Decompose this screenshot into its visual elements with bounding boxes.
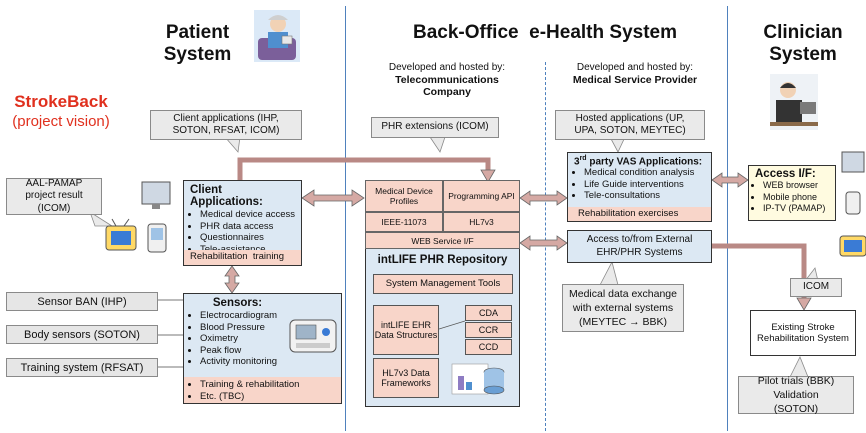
arrow-client-repo [301, 189, 365, 207]
client-footer: Rehabilitation training [184, 250, 301, 265]
vas-footer: Rehabilitation exercises [568, 207, 711, 221]
hosted-apps-callout-text: Hosted applications (UP, UPA, SOTON, MEY… [574, 112, 686, 137]
hl7v3-cell: HL7v3 [443, 212, 520, 232]
divider-right [727, 6, 728, 431]
sensor-item: Electrocardiogram [200, 310, 341, 322]
telecom-developer: Developed and hosted by: Telecommunicati… [372, 62, 522, 98]
phr-ext-callout-text: PHR extensions (ICOM) [381, 121, 489, 133]
medical-developer: Developed and hosted by: Medical Service… [560, 62, 710, 86]
ehr-structures-box: intLIFE EHR Data Structures [373, 305, 439, 355]
client-apps-callout: Client applications (IHP, SOTON, RFSAT, … [150, 110, 302, 140]
training-system-label: Training system (RFSAT) [6, 358, 158, 377]
access-if-item: WEB browser [763, 180, 835, 192]
vas-heading-sup: rd [579, 155, 587, 162]
ccd-box: CCD [465, 339, 512, 355]
arrow-repo-vas [519, 190, 568, 206]
client-item: Medical device access [200, 209, 301, 221]
aal-callout-text: AAL-PAMAP project result (ICOM) [25, 177, 83, 214]
arrow-repo-external [519, 235, 568, 251]
hosted-apps-callout: Hosted applications (UP, UPA, SOTON, MEY… [555, 110, 705, 140]
cda-box: CDA [465, 305, 512, 321]
client-apps-callout-text: Client applications (IHP, SOTON, RFSAT, … [172, 112, 280, 137]
system-tools-box: System Management Tools [373, 274, 513, 294]
strokeback-subtitle: (project vision) [12, 113, 110, 130]
sensors-heading: Sensors: [212, 297, 263, 309]
clinician-devices-picture [839, 151, 866, 257]
vas-item: Life Guide interventions [584, 179, 711, 191]
client-applications-heading: Client Applications: [190, 184, 263, 208]
sensor-ban-label: Sensor BAN (IHP) [6, 292, 158, 311]
arrow-client-top [237, 157, 491, 180]
blood-pressure-monitor-picture [289, 319, 337, 353]
web-service-cell: WEB Service I/F [365, 232, 520, 249]
phr-ext-callout: PHR extensions (ICOM) [371, 117, 499, 138]
client-item: PHR data access [200, 221, 301, 233]
external-access-text: Access to/from External EHR/PHR Systems [586, 234, 693, 258]
backoffice-title: Back-Office e-Health System [413, 22, 677, 43]
access-if-box: Access I/F: WEB browser Mobile phone IP-… [748, 165, 836, 221]
patient-picture [254, 10, 300, 62]
arrow-vas-access [711, 172, 749, 188]
telecom-developer-org: Telecommunications Company [395, 74, 499, 98]
client-applications-box: Client Applications: Medical device acce… [183, 180, 302, 266]
existing-system-text: Existing Stroke Rehabilitation System [757, 321, 849, 345]
existing-system-box: Existing Stroke Rehabilitation System [750, 310, 856, 356]
data-exchange-callout-text: Medical data exchange with external syst… [569, 288, 677, 328]
monitor-picture [141, 181, 171, 253]
hl7-frameworks-box: HL7v3 Data Frameworks [373, 358, 439, 398]
pilot-callout-text: Pilot trials (BBK) Validation (SOTON) [757, 375, 835, 415]
ccr-box: CCR [465, 322, 512, 338]
medical-developer-label: Developed and hosted by: [576, 62, 694, 73]
external-access-box: Access to/from External EHR/PHR Systems [567, 230, 712, 263]
client-item: Questionnaires [200, 232, 301, 244]
medical-device-profiles-cell: Medical Device Profiles [365, 180, 443, 212]
sensor-item: Activity monitoring [200, 356, 341, 368]
database-picture [451, 363, 505, 395]
repository-heading: intLIFE PHR Repository [377, 254, 508, 266]
clinician-system-title: Clinician System [763, 22, 843, 65]
sensor-footer-item: Training & rehabilitation [200, 379, 335, 391]
divider-left [345, 6, 346, 431]
programming-api-cell: Programming API [443, 180, 520, 212]
client-footer-text: Rehabilitation training [190, 251, 285, 262]
access-if-item: Mobile phone [763, 192, 835, 204]
aal-callout: AAL-PAMAP project result (ICOM) [6, 178, 102, 215]
access-if-heading: Access I/F: [755, 168, 816, 180]
icom-callout: ICOM [790, 278, 842, 297]
pilot-callout: Pilot trials (BBK) Validation (SOTON) [738, 375, 854, 415]
sensor-item: Peak flow [200, 345, 341, 357]
vas-item: Medical condition analysis [584, 167, 711, 179]
arrow-client-sensors [224, 265, 240, 294]
sensor-item: Blood Pressure [200, 322, 341, 334]
divider-middle [545, 62, 546, 431]
data-exchange-callout: Medical data exchange with external syst… [562, 284, 684, 332]
vas-item: Tele-consultations [584, 190, 711, 202]
vas-heading-post: party VAS Applications: [586, 156, 703, 168]
ehr-structures-connector [439, 320, 465, 330]
clinician-picture [770, 74, 818, 130]
sensor-footer-item: Etc. (TBC) [200, 391, 335, 403]
vas-heading: 3rd party VAS Applications: [568, 153, 711, 167]
vas-footer-text: Rehabilitation exercises [578, 208, 679, 219]
medical-developer-org: Medical Service Provider [572, 74, 698, 86]
sensor-item: Oximetry [200, 333, 341, 345]
client-item: Tele-assistance [200, 244, 301, 256]
telecom-developer-label: Developed and hosted by: [388, 62, 506, 73]
access-if-item: IP-TV (PAMAP) [763, 203, 835, 215]
strokeback-name: StrokeBack [14, 92, 108, 111]
vas-heading-pre: 3 [574, 156, 580, 168]
sensors-box: Sensors: Electrocardiogram Blood Pressur… [183, 293, 342, 404]
body-sensors-label: Body sensors (SOTON) [6, 325, 158, 344]
sensors-footer: Training & rehabilitation Etc. (TBC) [184, 377, 341, 403]
icom-callout-text: ICOM [802, 281, 830, 293]
tv-picture [105, 218, 137, 251]
ieee-cell: IEEE-11073 [365, 212, 443, 232]
vas-applications-box: 3rd party VAS Applications: Medical cond… [567, 152, 712, 222]
patient-system-title: Patient System [163, 22, 232, 65]
